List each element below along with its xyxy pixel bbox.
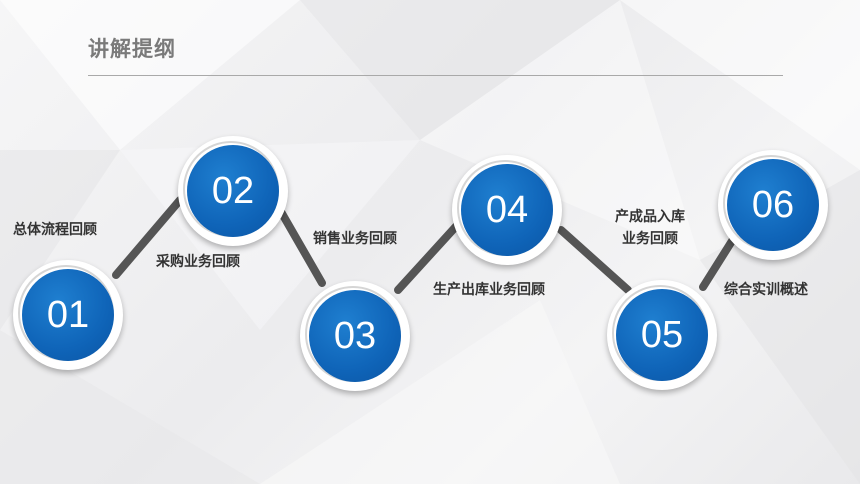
connector-03-04 bbox=[394, 218, 464, 294]
step-number-02: 02 bbox=[187, 145, 279, 237]
step-number-04: 04 bbox=[461, 164, 553, 256]
connector-02-03 bbox=[276, 206, 326, 287]
step-number-03: 03 bbox=[309, 290, 401, 382]
step-node-01: 01 bbox=[13, 260, 123, 370]
step-label-06: 综合实训概述 bbox=[724, 282, 808, 298]
step-label-05: 产成品入库 业务回顾 bbox=[615, 206, 685, 250]
title-divider bbox=[88, 75, 783, 76]
step-number-05: 05 bbox=[616, 289, 708, 381]
step-node-04: 04 bbox=[452, 155, 562, 265]
step-label-05-line1: 产成品入库 bbox=[615, 209, 685, 225]
connector-04-05 bbox=[557, 226, 632, 294]
connector-01-02 bbox=[112, 196, 184, 279]
step-number-01: 01 bbox=[22, 269, 114, 361]
step-label-01: 总体流程回顾 bbox=[13, 222, 97, 238]
step-node-06: 06 bbox=[718, 150, 828, 260]
step-label-05-line2: 业务回顾 bbox=[622, 231, 678, 247]
step-node-05: 05 bbox=[607, 280, 717, 390]
step-node-02: 02 bbox=[178, 136, 288, 246]
step-label-03: 销售业务回顾 bbox=[313, 231, 397, 247]
step-number-06: 06 bbox=[727, 159, 819, 251]
step-label-04: 生产出库业务回顾 bbox=[433, 282, 545, 298]
step-label-02: 采购业务回顾 bbox=[156, 254, 240, 270]
slide-title: 讲解提纲 bbox=[88, 37, 176, 61]
step-node-03: 03 bbox=[300, 281, 410, 391]
